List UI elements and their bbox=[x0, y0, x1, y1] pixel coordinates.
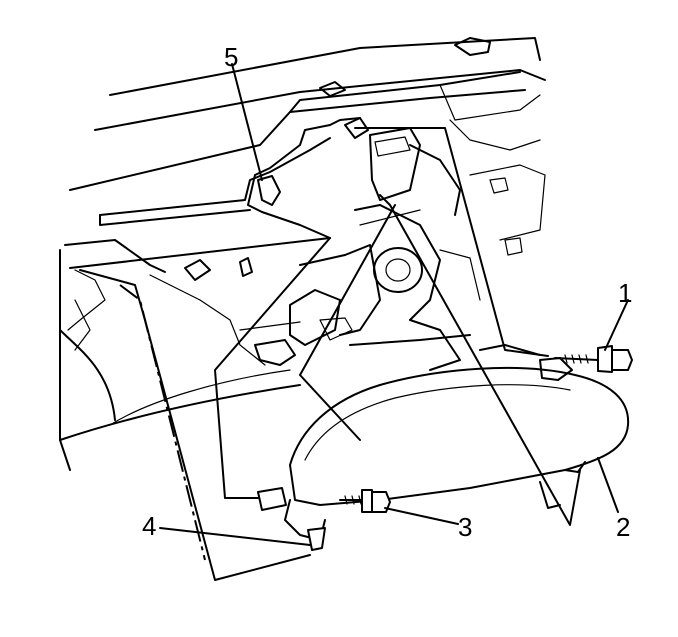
callout-2: 2 bbox=[616, 512, 630, 542]
callout-5: 5 bbox=[224, 42, 238, 72]
leader-5 bbox=[231, 63, 263, 181]
trim-panel-left bbox=[59, 137, 331, 471]
bracket-reinforcement bbox=[247, 117, 369, 239]
leader-3 bbox=[384, 507, 459, 525]
leader-4 bbox=[159, 527, 311, 546]
callout-1: 1 bbox=[618, 278, 632, 308]
callout-3: 3 bbox=[458, 512, 472, 542]
leader-1 bbox=[604, 299, 629, 351]
steering-column bbox=[149, 127, 481, 371]
callout-leaders bbox=[159, 63, 629, 546]
screw-upper bbox=[554, 345, 633, 373]
lower-dash bbox=[59, 369, 301, 441]
instrument-panel-upper bbox=[69, 37, 546, 256]
callout-4: 4 bbox=[142, 511, 156, 541]
leader-2 bbox=[597, 457, 619, 513]
alignment-lines bbox=[69, 127, 581, 581]
screw-lower bbox=[339, 489, 391, 513]
